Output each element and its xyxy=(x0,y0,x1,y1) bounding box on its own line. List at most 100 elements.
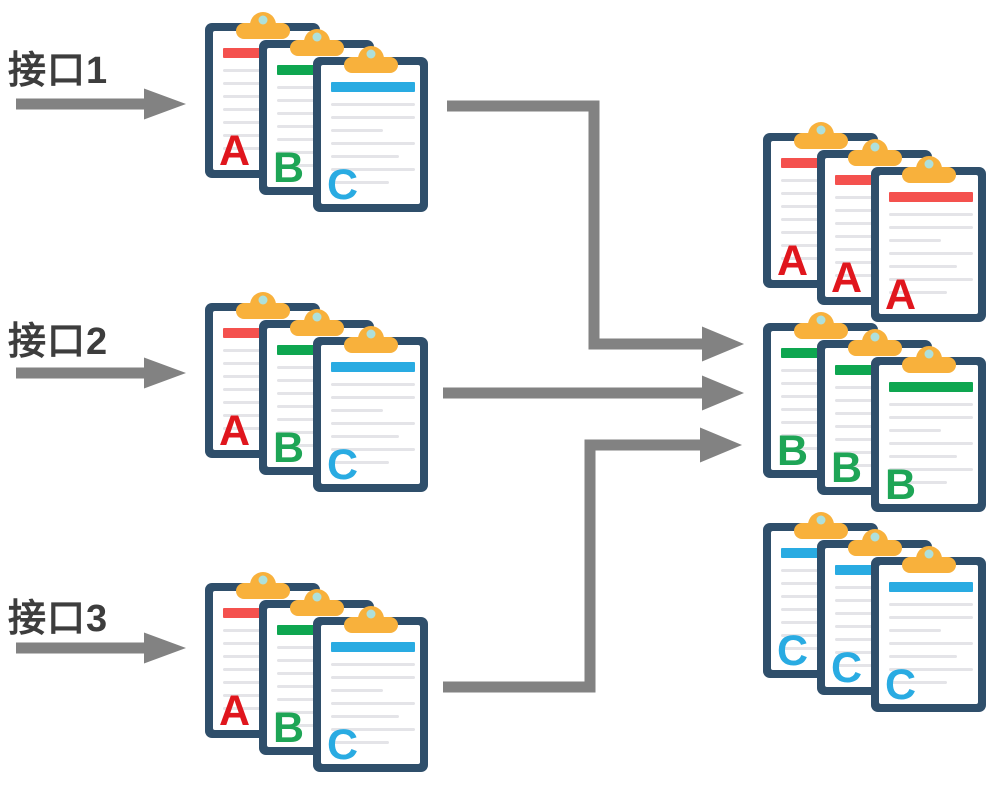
text-line xyxy=(781,595,833,598)
clipboard-clip-icon xyxy=(793,312,848,339)
clipboard-clip-icon xyxy=(847,139,902,166)
text-line xyxy=(835,464,893,467)
clipboard-letter: B xyxy=(273,424,305,472)
text-line xyxy=(835,638,903,641)
clipboard-letter: C xyxy=(777,627,809,675)
interface-1-arrow-icon xyxy=(16,88,186,120)
text-line xyxy=(277,418,345,421)
text-line xyxy=(277,138,345,141)
text-line xyxy=(835,412,887,415)
clipboard-letter: A xyxy=(219,407,251,455)
text-line xyxy=(331,689,383,692)
merge-arrow-from-interface-2-icon xyxy=(443,375,744,411)
text-line xyxy=(331,435,399,438)
interface-3-label: 接口3 xyxy=(8,598,109,640)
text-line xyxy=(889,278,973,281)
text-line xyxy=(277,112,329,115)
clipboard-clip-icon xyxy=(901,546,956,573)
clipboard-letter: B xyxy=(831,444,863,492)
text-line xyxy=(889,416,973,419)
text-line xyxy=(277,724,335,727)
text-line xyxy=(331,155,399,158)
text-line xyxy=(889,655,957,658)
text-line xyxy=(331,741,389,744)
text-line xyxy=(223,147,281,150)
merge-arrow-from-interface-3-icon xyxy=(443,427,742,693)
interface-2-label: 接口2 xyxy=(8,321,109,363)
text-line xyxy=(331,383,415,386)
clipboard-letter: B xyxy=(273,704,305,752)
text-line xyxy=(781,395,833,398)
text-line xyxy=(889,265,957,268)
text-line xyxy=(277,164,335,167)
text-line xyxy=(223,375,275,378)
clipboard-clip-icon xyxy=(343,606,398,633)
text-line xyxy=(889,616,973,619)
clipboard-clip-icon xyxy=(235,12,290,39)
clipboard-title-bar xyxy=(889,582,973,592)
clipboard-page: B xyxy=(879,365,978,509)
clipboard-letter: C xyxy=(327,721,359,769)
clipboard-clip-icon xyxy=(289,589,344,616)
text-line xyxy=(331,396,415,399)
clipboard-letter: B xyxy=(777,427,809,475)
clipboard-title-bar xyxy=(889,382,973,392)
text-line xyxy=(889,455,957,458)
clipboard-letter: C xyxy=(885,661,917,709)
clipboard-title-bar xyxy=(889,192,973,202)
text-line xyxy=(277,672,329,675)
text-line xyxy=(277,392,329,395)
clipboard-clip-icon xyxy=(235,572,290,599)
text-line xyxy=(889,403,973,406)
clipboard-clip-icon xyxy=(289,29,344,56)
clipboard-clip-icon xyxy=(901,346,956,373)
text-line xyxy=(889,481,947,484)
clipboard-clip-icon xyxy=(847,329,902,356)
text-line xyxy=(223,655,275,658)
clipboard-page: C xyxy=(321,345,420,487)
clipboard-letter: A xyxy=(831,254,863,302)
text-line xyxy=(889,681,947,684)
clipboard-clip-icon xyxy=(289,309,344,336)
text-line xyxy=(781,647,839,650)
clipboard-title-bar xyxy=(331,362,415,372)
clipboard-c: C xyxy=(871,546,986,712)
clipboard-b: B xyxy=(871,346,986,512)
text-line xyxy=(223,121,291,124)
clipboard-letter: B xyxy=(885,461,917,509)
interface-1-label: 接口1 xyxy=(8,50,109,92)
text-line xyxy=(889,668,973,671)
clipboard-c: C xyxy=(313,46,428,212)
text-line xyxy=(223,427,281,430)
clipboard-clip-icon xyxy=(847,529,902,556)
clipboard-title-bar xyxy=(331,82,415,92)
text-line xyxy=(835,612,887,615)
clipboard-clip-icon xyxy=(235,292,290,319)
text-line xyxy=(223,707,281,710)
clipboard-page: C xyxy=(879,565,978,709)
text-line xyxy=(223,95,275,98)
clipboard-letter: A xyxy=(777,237,809,285)
clipboard-a: A xyxy=(871,156,986,322)
text-line xyxy=(331,129,383,132)
clipboard-page: C xyxy=(321,625,420,769)
text-line xyxy=(331,728,415,731)
text-line xyxy=(835,248,903,251)
clipboard-c: C xyxy=(313,606,428,772)
text-line xyxy=(277,698,345,701)
text-line xyxy=(331,116,415,119)
text-line xyxy=(331,103,415,106)
text-line xyxy=(331,142,415,145)
text-line xyxy=(889,239,941,242)
text-line xyxy=(223,401,291,404)
clipboard-title-bar xyxy=(331,642,415,652)
text-line xyxy=(889,442,973,445)
clipboard-letter: C xyxy=(327,161,359,209)
text-line xyxy=(889,213,973,216)
clipboard-clip-icon xyxy=(343,326,398,353)
text-line xyxy=(277,444,335,447)
clipboard-clip-icon xyxy=(343,46,398,73)
